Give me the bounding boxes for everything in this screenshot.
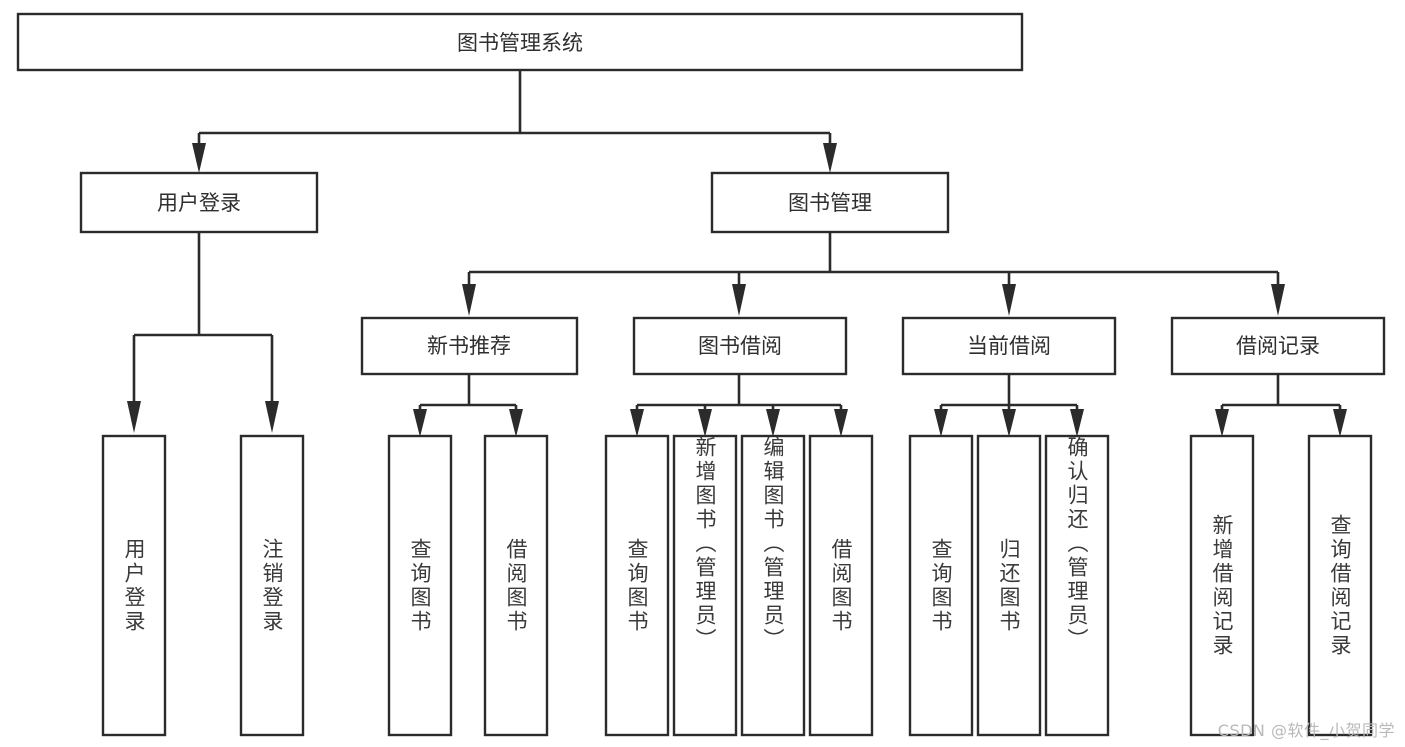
node-leaf-borrow-book-1[interactable] [483, 434, 549, 737]
arrow-to-current-borrow [1002, 284, 1016, 316]
nodes-group: 图书管理系统 用户登录 图书管理 新书推荐 图书借阅 当前借阅 借阅记录 [16, 12, 1386, 737]
arrow-to-leaf-logout [265, 401, 279, 433]
node-leaf-query-book-2[interactable] [604, 434, 670, 737]
arrow-to-book-borrow [732, 284, 746, 316]
node-user-login-label: 用户登录 [157, 191, 241, 215]
node-leaf-query-book-1[interactable] [387, 434, 453, 737]
node-leaf-borrow-book-2[interactable] [808, 434, 874, 737]
node-root-label: 图书管理系统 [457, 31, 583, 55]
arrow-to-leaf-confirm-return [1070, 409, 1084, 437]
node-leaf-edit-book[interactable] [740, 434, 806, 737]
node-book-borrow[interactable] [632, 316, 848, 376]
node-leaf-logout[interactable] [239, 434, 305, 737]
arrow-to-leaf-user-login [127, 401, 141, 433]
connectors-group [127, 70, 1347, 437]
arrow-to-new-book-recommend [462, 284, 476, 316]
node-book-borrow-label: 图书借阅 [698, 334, 782, 358]
node-leaf-query-book-3[interactable] [908, 434, 974, 737]
node-borrow-record[interactable] [1170, 316, 1386, 376]
arrow-to-leaf-edit-book [766, 409, 780, 437]
node-borrow-record-label: 借阅记录 [1236, 334, 1320, 358]
node-leaf-user-login[interactable] [101, 434, 167, 737]
arrow-to-leaf-return-book [1002, 409, 1016, 437]
arrow-to-borrow-record [1271, 284, 1285, 316]
arrow-to-leaf-add-record [1215, 409, 1229, 437]
arrow-to-leaf-add-book [698, 409, 712, 437]
node-book-manage[interactable] [710, 171, 950, 234]
node-leaf-add-record[interactable] [1189, 434, 1255, 737]
node-leaf-confirm-return[interactable] [1044, 434, 1110, 737]
arrow-to-leaf-query-record [1333, 409, 1347, 437]
node-new-book-recommend[interactable] [360, 316, 579, 376]
arrow-to-leaf-query-book-1 [413, 409, 427, 437]
node-current-borrow-label: 当前借阅 [967, 334, 1051, 358]
arrow-to-leaf-query-book-2 [630, 409, 644, 437]
arrow-to-leaf-borrow-book-1 [509, 409, 523, 437]
node-book-manage-label: 图书管理 [788, 191, 872, 215]
node-leaf-add-book[interactable] [672, 434, 738, 737]
node-new-book-recommend-label: 新书推荐 [427, 334, 511, 358]
node-leaf-query-record[interactable] [1307, 434, 1373, 737]
arrow-to-user-login [192, 143, 206, 173]
node-leaf-return-book[interactable] [976, 434, 1042, 737]
arrow-to-leaf-borrow-book-2 [834, 409, 848, 437]
arrow-to-book-manage [823, 143, 837, 173]
node-current-borrow[interactable] [901, 316, 1117, 376]
node-user-login[interactable] [79, 171, 319, 234]
arrow-to-leaf-query-book-3 [934, 409, 948, 437]
node-root[interactable] [16, 12, 1024, 72]
